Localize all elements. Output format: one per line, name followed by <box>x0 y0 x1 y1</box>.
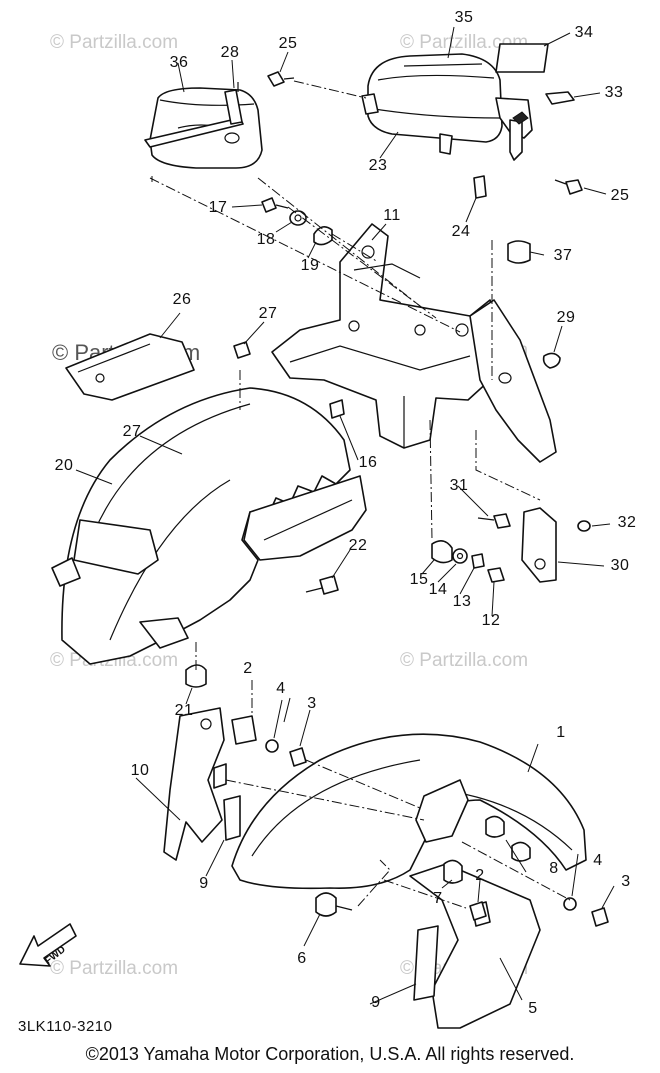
callout-9-right: 9 <box>371 994 381 1011</box>
callout-22: 22 <box>348 537 368 554</box>
callout-5: 5 <box>528 1000 538 1017</box>
callout-1: 1 <box>556 724 566 741</box>
callout-25-top: 25 <box>278 35 298 52</box>
callout-16: 16 <box>358 454 378 471</box>
callout-26: 26 <box>172 291 192 308</box>
callout-36: 36 <box>169 54 189 71</box>
callout-12: 12 <box>481 612 501 629</box>
callout-20: 20 <box>54 457 74 474</box>
callout-13: 13 <box>452 593 472 610</box>
fasteners-lower <box>431 507 591 583</box>
front-fender-part <box>231 733 587 890</box>
callout-14: 14 <box>428 581 448 598</box>
callout-11: 11 <box>383 207 401 224</box>
callout-19: 19 <box>300 257 320 274</box>
watermark: © Partzilla.com <box>50 958 179 979</box>
callout-2-left: 2 <box>243 660 253 677</box>
fasteners-upper <box>261 71 583 264</box>
callout-32: 32 <box>617 514 637 531</box>
diagram-part-code: 3LK110-3210 <box>18 1018 113 1035</box>
callout-27-mid: 27 <box>122 423 142 440</box>
leader-lines <box>75 26 615 1005</box>
callout-34: 34 <box>574 24 594 41</box>
callout-4-right: 4 <box>593 852 603 869</box>
callout-27-top: 27 <box>258 305 278 322</box>
watermark: © Partzilla.com <box>400 650 529 671</box>
callout-30: 30 <box>610 557 630 574</box>
rear-bracket-part <box>271 223 561 463</box>
callout-2-right: 2 <box>475 867 485 884</box>
watermark: © Partzilla.com <box>400 32 529 53</box>
callout-24: 24 <box>451 223 471 240</box>
callout-18: 18 <box>256 231 276 248</box>
callout-37: 37 <box>553 247 573 264</box>
callout-9-left: 9 <box>199 875 209 892</box>
callout-8: 8 <box>549 860 559 877</box>
fasteners-fender <box>265 739 609 927</box>
callout-7: 7 <box>433 890 443 907</box>
callout-23: 23 <box>368 157 388 174</box>
callout-10: 10 <box>130 762 150 779</box>
callout-35: 35 <box>454 9 474 26</box>
copyright-notice: ©2013 Yamaha Motor Corporation, U.S.A. A… <box>85 1044 575 1064</box>
callout-3-right: 3 <box>621 873 631 890</box>
watermark: © Partzilla.com <box>50 32 179 53</box>
license-light-part <box>361 43 575 199</box>
callout-4-left: 4 <box>276 680 286 697</box>
callout-29: 29 <box>556 309 576 326</box>
callout-3-left: 3 <box>307 695 317 712</box>
callout-31: 31 <box>449 477 469 494</box>
callout-28: 28 <box>220 44 240 61</box>
tail-light-part <box>144 82 263 169</box>
callout-21: 21 <box>174 702 194 719</box>
rear-fender-part <box>51 387 367 688</box>
callout-33: 33 <box>604 84 624 101</box>
callout-15: 15 <box>409 571 429 588</box>
fwd-arrow-icon <box>19 923 77 967</box>
callout-25-right: 25 <box>610 187 630 204</box>
callout-6: 6 <box>297 950 307 967</box>
callout-17: 17 <box>208 199 228 216</box>
assembly-lines <box>149 80 571 909</box>
